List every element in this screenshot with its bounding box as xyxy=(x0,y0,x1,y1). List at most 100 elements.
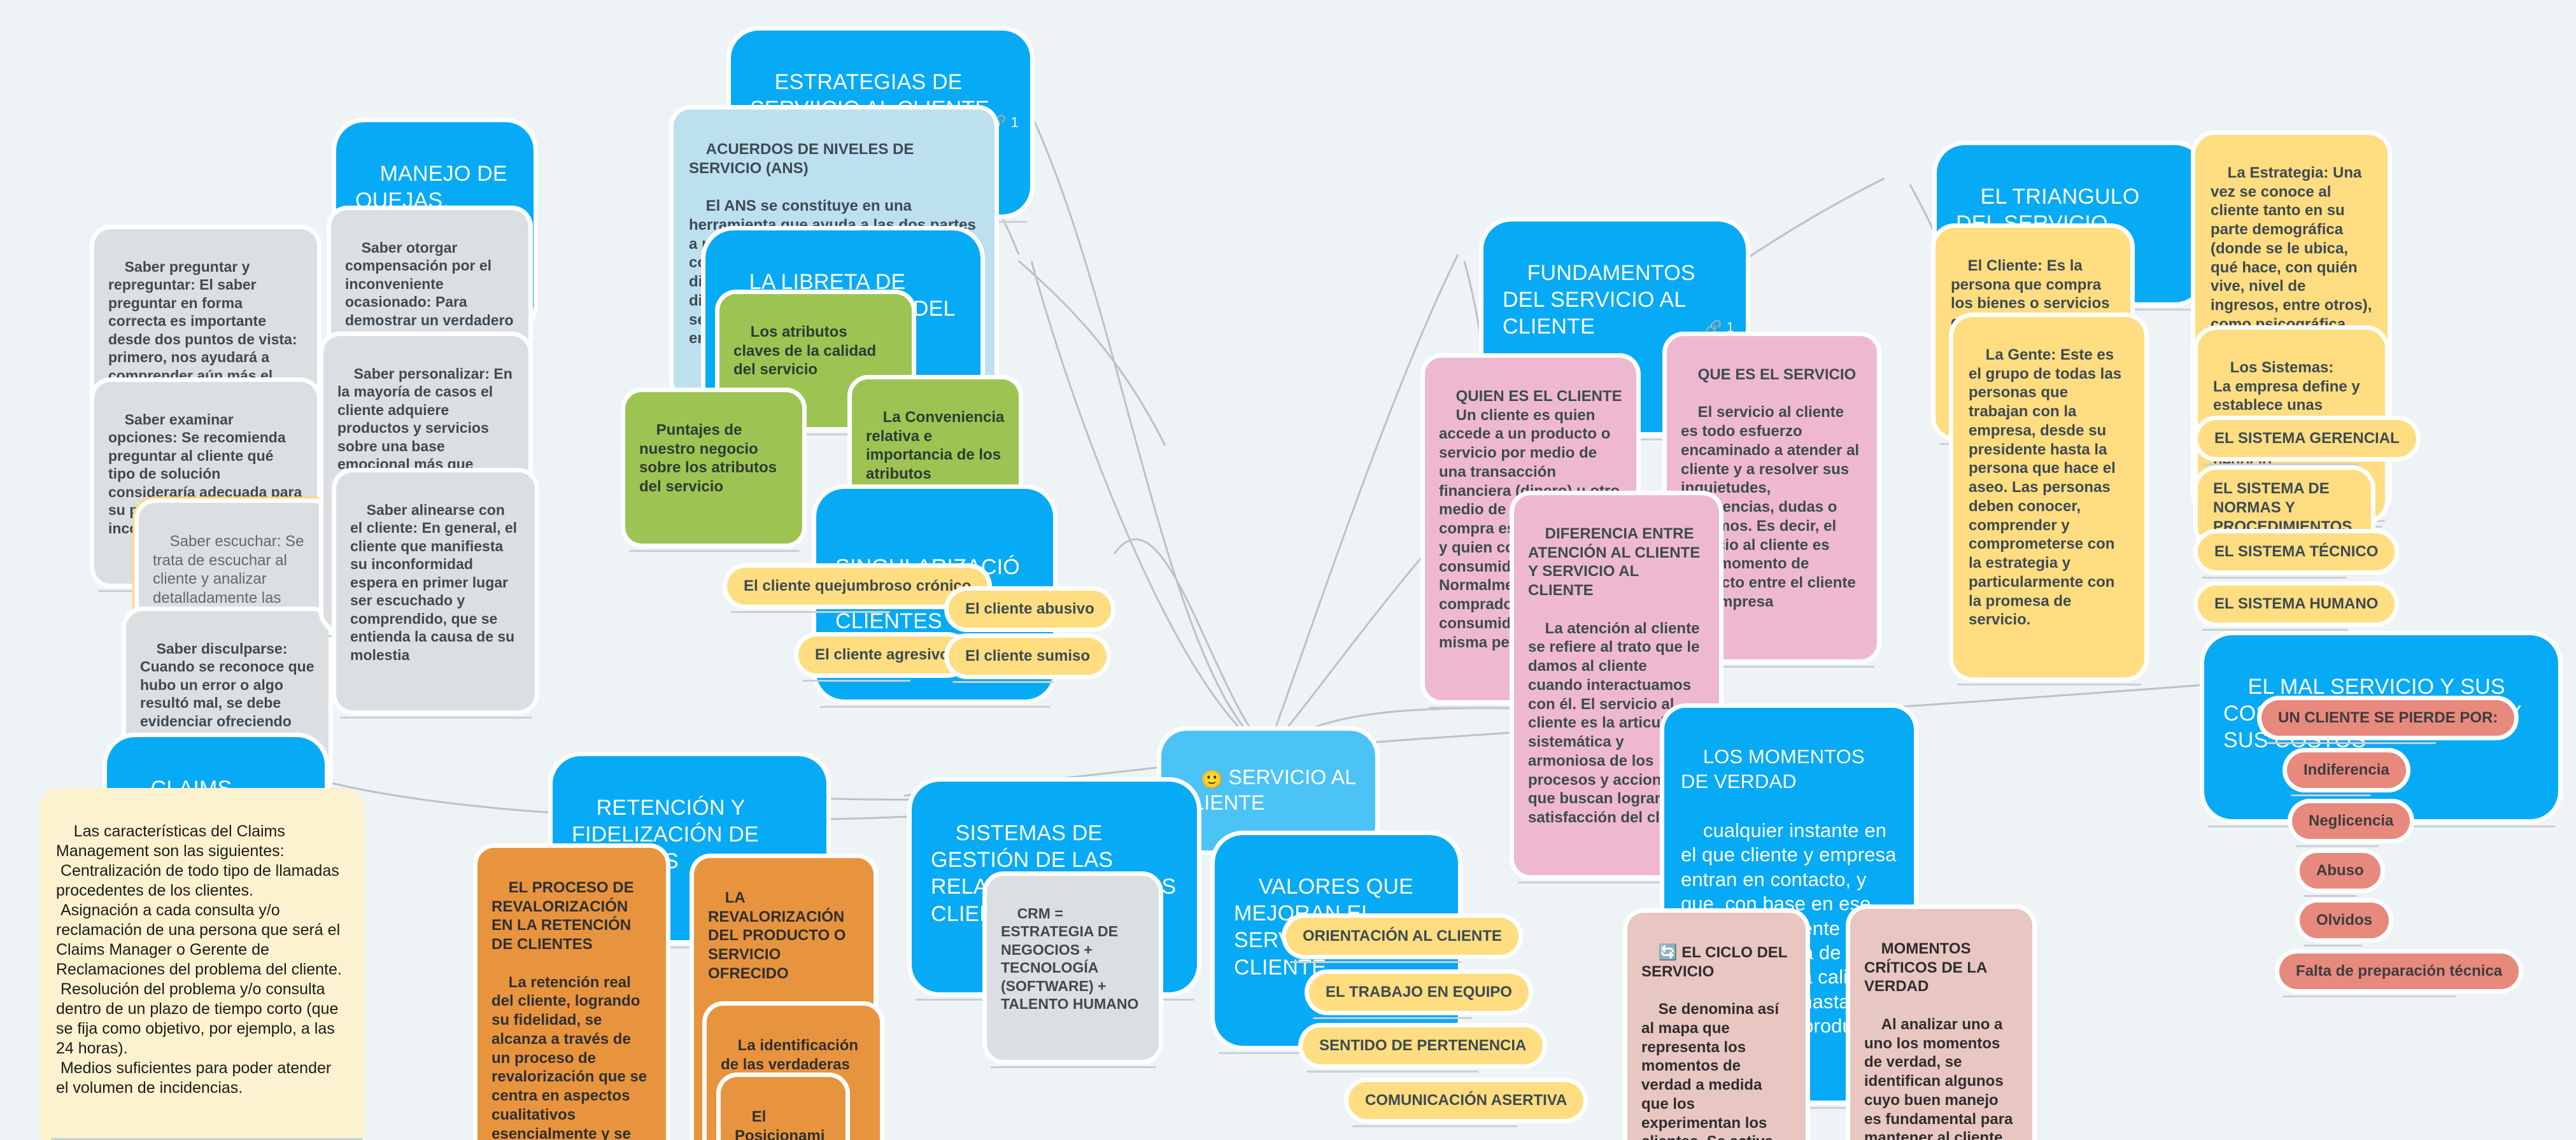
node-underline xyxy=(820,706,1051,708)
node-momentos-criticos[interactable]: MOMENTOS CRÍTICOS DE LA VERDAD Al analiz… xyxy=(1850,909,2032,1140)
node-text: Indiferencia xyxy=(2304,761,2389,778)
node-underline xyxy=(2304,944,2362,946)
node-indiferencia[interactable]: Indiferencia xyxy=(2287,752,2406,796)
node-underline xyxy=(723,433,909,435)
node-text: Saber disculparse: Cuando se reconoce qu… xyxy=(140,640,315,748)
node-la-gente[interactable]: La Gente: Este es el grupo de todas las … xyxy=(1953,317,2144,686)
node-text: CRM = ESTRATEGIA DE NEGOCIOS + TECNOLOGÍ… xyxy=(1001,904,1139,1013)
node-text: Puntajes de nuestro negocio sobre los at… xyxy=(639,421,781,495)
node-text: EL SISTEMA TÉCNICO xyxy=(2214,543,2379,560)
node-underline xyxy=(1313,1017,1472,1019)
node-text: El cliente quejumbroso crónico xyxy=(744,577,972,595)
node-text: La Gente: Este es el grupo de todas las … xyxy=(1969,346,2126,629)
node-sistema-humano[interactable]: EL SISTEMA HUMANO xyxy=(2198,586,2395,631)
node-claims-caracteristicas[interactable]: Las características del Claims Managemen… xyxy=(39,788,364,1140)
node-cliente-agresivo[interactable]: El cliente agresivo xyxy=(798,637,966,682)
node-comunicacion-asertiva[interactable]: COMUNICACIÓN ASERTIVA xyxy=(1348,1082,1584,1127)
node-ciclo-title: 🔄 EL CICLO DEL SERVICIO xyxy=(1641,943,1792,980)
node-text: UN CLIENTE SE PIERDE POR: xyxy=(2278,709,2498,726)
node-momentos-criticos-body: Al analizar uno a uno los momentos de ve… xyxy=(1864,1015,2013,1140)
node-underline xyxy=(1306,1070,1478,1073)
node-text: ORIENTACIÓN AL CLIENTE xyxy=(1303,927,1502,945)
node-text: El cliente agresivo xyxy=(815,646,949,663)
node-underline xyxy=(1290,961,1462,963)
node-underline xyxy=(2291,794,2371,796)
node-text: El cliente abusivo xyxy=(965,600,1094,617)
node-text: Neglicencia xyxy=(2309,812,2394,829)
node-text: Falta de preparación técnica xyxy=(2296,962,2503,980)
node-que-es-el-servicio-body: El servicio al cliente es todo esfuerzo … xyxy=(1681,404,1864,610)
node-proceso-revalorizacion[interactable]: EL PROCESO DE REVALORIZACIÓN EN LA RETEN… xyxy=(478,848,666,1140)
node-underline xyxy=(2202,576,2347,579)
node-olvidos[interactable]: Olvidos xyxy=(2300,903,2389,946)
node-acuerdos-title: ACUERDOS DE NIVELES DE SERVICIO (ANS) xyxy=(689,140,919,177)
attachment-badge-fundamentos[interactable]: 🔗 1 xyxy=(1704,318,1734,335)
node-text: El Posicionamiento xyxy=(735,1108,825,1140)
node-text: Abuso xyxy=(2316,862,2364,879)
node-sistema-gerencial[interactable]: EL SISTEMA GERENCIAL xyxy=(2198,420,2416,465)
node-falta-preparacion-tecnica[interactable]: Falta de preparación técnica xyxy=(2279,954,2519,997)
refresh-icon: 🔄 xyxy=(1658,943,1678,961)
node-underline xyxy=(2265,742,2436,744)
node-underline xyxy=(51,1138,363,1140)
node-text: Las características del Claims Managemen… xyxy=(56,822,342,1097)
node-underline xyxy=(2202,628,2348,631)
node-text: EL TRABAJO EN EQUIPO xyxy=(1326,983,1512,1001)
node-proceso-revalorizacion-body: La retención real del cliente, logrando … xyxy=(492,973,648,1140)
node-underline xyxy=(991,1066,1156,1068)
node-ciclo-del-servicio[interactable]: 🔄 EL CICLO DEL SERVICIO Se denomina así … xyxy=(1627,913,1806,1140)
node-underline xyxy=(2296,845,2379,847)
node-text: La Conveniencia relativa e importancia d… xyxy=(866,408,1009,482)
node-underline xyxy=(1518,882,1716,884)
node-text: Los atributos claves de la calidad del s… xyxy=(733,323,881,379)
node-que-es-el-servicio-title: QUE ES EL SERVICIO xyxy=(1697,365,1857,383)
node-underline xyxy=(556,946,824,948)
node-abuso[interactable]: Abuso xyxy=(2300,853,2381,897)
node-underline xyxy=(731,610,890,613)
node-quien-es-el-cliente-title: QUIEN ES EL CLIENTE xyxy=(1455,387,1622,405)
node-saber-alinearse[interactable]: Saber alinearse con el cliente: En gener… xyxy=(336,472,535,719)
node-underline xyxy=(952,680,1054,683)
node-underline xyxy=(1671,666,1874,668)
node-underline xyxy=(2304,894,2357,897)
root-node-servicio-al-cliente[interactable]: 🙂SERVICIO AL CLIENTE xyxy=(1161,731,1375,850)
root-node-label: SERVICIO AL CLIENTE xyxy=(1178,765,1362,815)
node-underline xyxy=(1957,683,2142,686)
node-crm-formula[interactable]: CRM = ESTRATEGIA DE NEGOCIOS + TECNOLOGÍ… xyxy=(987,876,1159,1068)
node-neglicencia[interactable]: Neglicencia xyxy=(2292,803,2410,847)
node-sistema-tecnico[interactable]: EL SISTEMA TÉCNICO xyxy=(2198,533,2395,579)
node-underline xyxy=(802,679,910,682)
slightly-smiling-face-emoji: 🙂 xyxy=(1201,769,1224,789)
node-text: El cliente sumiso xyxy=(965,647,1091,665)
node-ciclo-body: Se denomina así al mapa que representa l… xyxy=(1641,1001,1780,1140)
node-underline xyxy=(340,717,532,719)
node-cliente-sumiso[interactable]: El cliente sumiso xyxy=(949,638,1107,683)
node-text: Olvidos xyxy=(2316,911,2373,929)
node-cliente-se-pierde-por[interactable]: UN CLIENTE SE PIERDE POR: xyxy=(2261,700,2515,744)
node-revalorizacion-producto-title: LA REVALORIZACIÓN DEL PRODUCTO O SERVICI… xyxy=(708,889,851,982)
node-text: EL SISTEMA DE NORMAS Y PROCEDIMIENTOS xyxy=(2213,480,2353,535)
node-text: EL SISTEMA HUMANO xyxy=(2214,595,2379,612)
node-proceso-revalorizacion-title: EL PROCESO DE REVALORIZACIÓN EN LA RETEN… xyxy=(492,878,639,953)
node-underline xyxy=(2283,995,2456,997)
node-cliente-quejumbroso[interactable]: El cliente quejumbroso crónico xyxy=(727,568,988,613)
branch-title-fundamentos-label: FUNDAMENTOS DEL SERVICIO AL CLIENTE xyxy=(1503,261,1702,339)
node-underline xyxy=(952,633,1061,636)
node-orientacion-al-cliente[interactable]: ORIENTACIÓN AL CLIENTE xyxy=(1286,918,1518,963)
node-momentos-title: LOS MOMENTOS DE VERDAD xyxy=(1681,745,1871,792)
node-underline xyxy=(1352,1125,1518,1127)
node-text: EL SISTEMA GERENCIAL xyxy=(2214,430,2400,447)
node-cliente-abusivo[interactable]: El cliente abusivo xyxy=(949,591,1111,636)
node-underline xyxy=(629,550,800,552)
node-text: Saber alinearse con el cliente: En gener… xyxy=(350,501,521,663)
node-diferencia-title: DIFERENCIA ENTRE ATENCIÓN AL CLIENTE Y S… xyxy=(1528,524,1704,599)
node-sentido-pertenencia[interactable]: SENTIDO DE PERTENENCIA xyxy=(1303,1027,1543,1073)
node-text: SENTIDO DE PERTENENCIA xyxy=(1319,1037,1527,1054)
node-posicionamiento[interactable]: El Posicionamiento xyxy=(721,1077,846,1140)
node-trabajo-en-equipo[interactable]: EL TRABAJO EN EQUIPO xyxy=(1309,974,1529,1019)
node-text: COMUNICACIÓN ASERTIVA xyxy=(1365,1092,1568,1109)
node-underline xyxy=(2202,463,2360,465)
node-momentos-criticos-title: MOMENTOS CRÍTICOS DE LA VERDAD xyxy=(1864,939,1992,996)
node-puntajes-negocio[interactable]: Puntajes de nuestro negocio sobre los at… xyxy=(625,392,802,552)
